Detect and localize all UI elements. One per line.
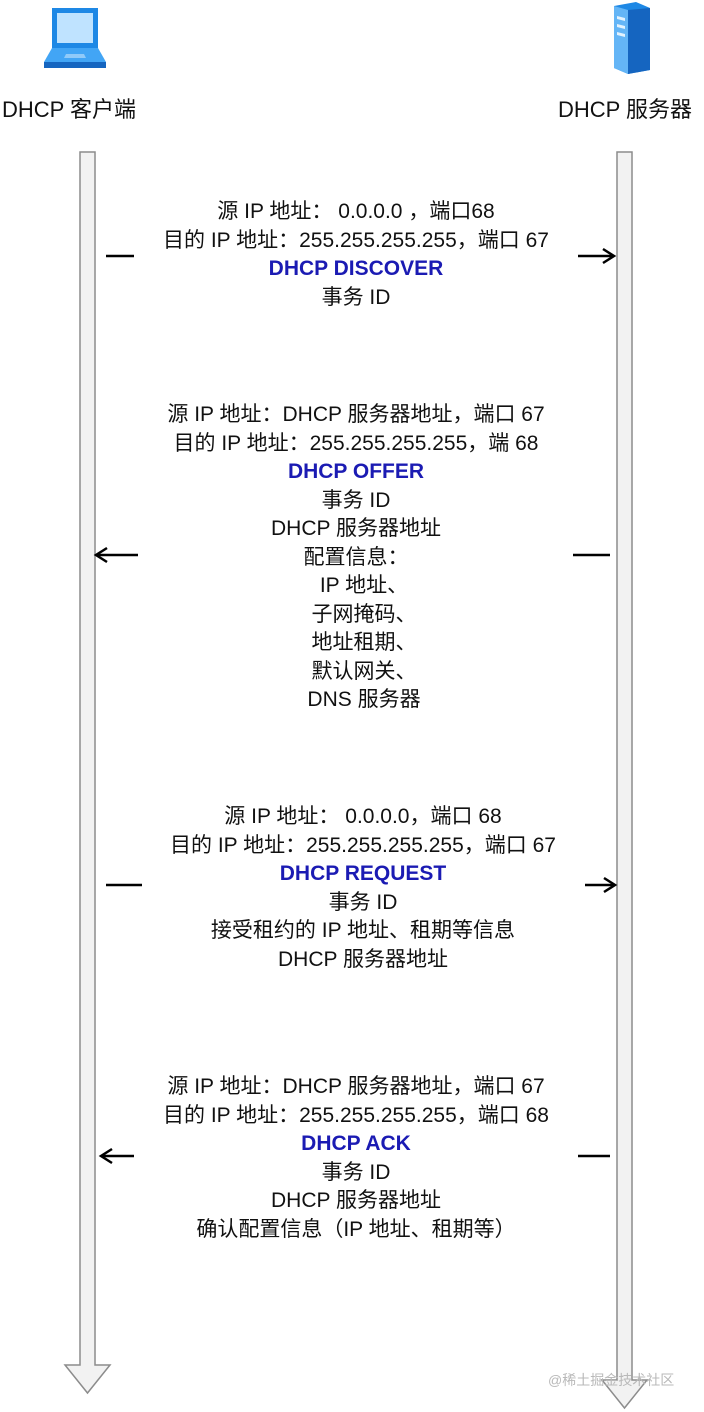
source-address: 源 IP 地址：DHCP 服务器地址，端口 67 xyxy=(167,403,545,426)
detail: 默认网关、 xyxy=(311,659,417,683)
detail: 子网掩码、 xyxy=(311,602,417,626)
destination-address: 目的 IP 地址：255.255.255.255，端口 67 xyxy=(163,228,549,252)
laptop-icon xyxy=(44,8,106,68)
detail: DHCP 服务器地址 xyxy=(271,517,441,540)
detail: 事务 ID xyxy=(321,1160,391,1184)
detail: 确认配置信息（IP 地址、租期等） xyxy=(196,1217,516,1241)
discover-message: 源 IP 地址： 0.0.0.0 ，端口68 目的 IP 地址：255.255.… xyxy=(100,198,612,312)
detail: 地址租期、 xyxy=(311,631,417,654)
discover-arrow xyxy=(106,247,617,265)
server-lifeline xyxy=(600,151,649,1410)
detail: 配置信息： xyxy=(303,545,409,569)
source-address: 源 IP 地址： 0.0.0.0，端口 68 xyxy=(224,805,502,828)
detail: 事务 ID xyxy=(328,890,398,914)
server-icon xyxy=(614,2,650,74)
client-lifeline xyxy=(63,151,112,1395)
detail: 接受租约的 IP 地址、租期等信息 xyxy=(210,919,516,942)
request-arrow xyxy=(106,876,618,894)
message-title: DHCP DISCOVER xyxy=(268,257,444,280)
destination-address: 目的 IP 地址：255.255.255.255，端 68 xyxy=(173,431,539,455)
detail: 事务 ID xyxy=(321,488,391,512)
ack-arrow xyxy=(98,1147,610,1165)
detail: IP 地址、 xyxy=(319,574,409,597)
message-title: DHCP REQUEST xyxy=(279,862,447,885)
watermark: @稀土掘金技术社区 xyxy=(548,1372,675,1388)
client-label: DHCP 客户端 xyxy=(2,97,137,122)
detail: DHCP 服务器地址 xyxy=(278,947,448,971)
ack-message: 源 IP 地址：DHCP 服务器地址，端口 67 目的 IP 地址：255.25… xyxy=(100,1073,612,1244)
request-message: 源 IP 地址： 0.0.0.0，端口 68 目的 IP 地址：255.255.… xyxy=(100,803,626,974)
detail: DHCP 服务器地址 xyxy=(271,1189,441,1212)
source-address: 源 IP 地址：DHCP 服务器地址，端口 67 xyxy=(167,1075,545,1098)
detail: DNS 服务器 xyxy=(307,688,421,711)
destination-address: 目的 IP 地址：255.255.255.255，端口 68 xyxy=(163,1103,549,1127)
source-address: 源 IP 地址： 0.0.0.0 ，端口68 xyxy=(217,200,495,223)
destination-address: 目的 IP 地址：255.255.255.255，端口 67 xyxy=(170,833,556,857)
message-title: DHCP OFFER xyxy=(287,460,425,483)
offer-message: 源 IP 地址：DHCP 服务器地址，端口 67 目的 IP 地址：255.25… xyxy=(100,401,612,715)
detail: 事务 ID xyxy=(321,285,391,309)
message-title: DHCP ACK xyxy=(301,1132,411,1155)
server-label: DHCP 服务器 xyxy=(558,97,693,122)
offer-arrow xyxy=(93,546,610,564)
